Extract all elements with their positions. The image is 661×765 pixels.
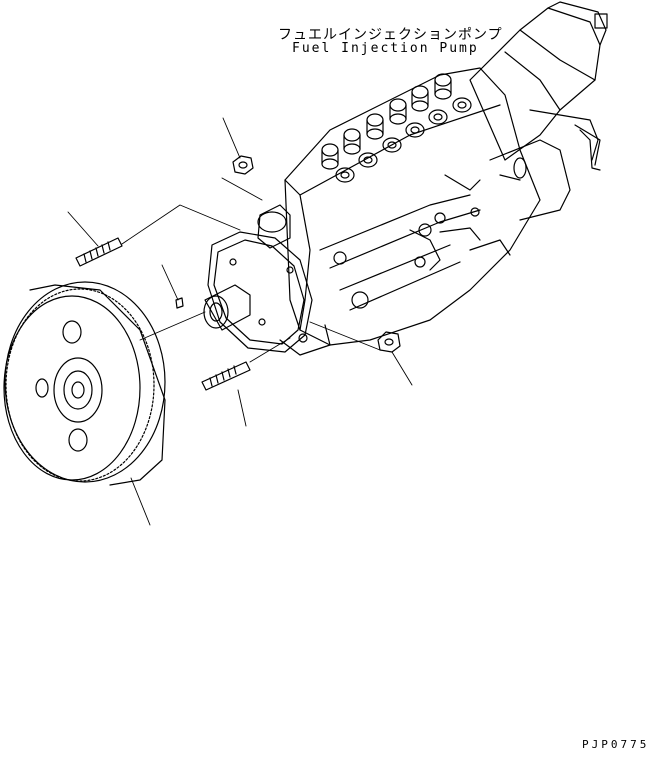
delivery-valve-holders [322, 74, 471, 182]
fuel-injection-pump [204, 2, 607, 355]
woodruff-key [176, 298, 183, 308]
stud-upper [76, 238, 122, 266]
nut-lower [378, 332, 400, 352]
page-title-japanese: フュエルインジェクションポンプ [278, 27, 503, 43]
leader-lines [68, 118, 412, 525]
nut-upper [233, 156, 253, 174]
page-title-english: Fuel Injection Pump [292, 41, 479, 56]
stud-lower [202, 362, 250, 390]
drawing-code: PJP0775 [582, 738, 650, 751]
drive-gear [4, 282, 165, 485]
